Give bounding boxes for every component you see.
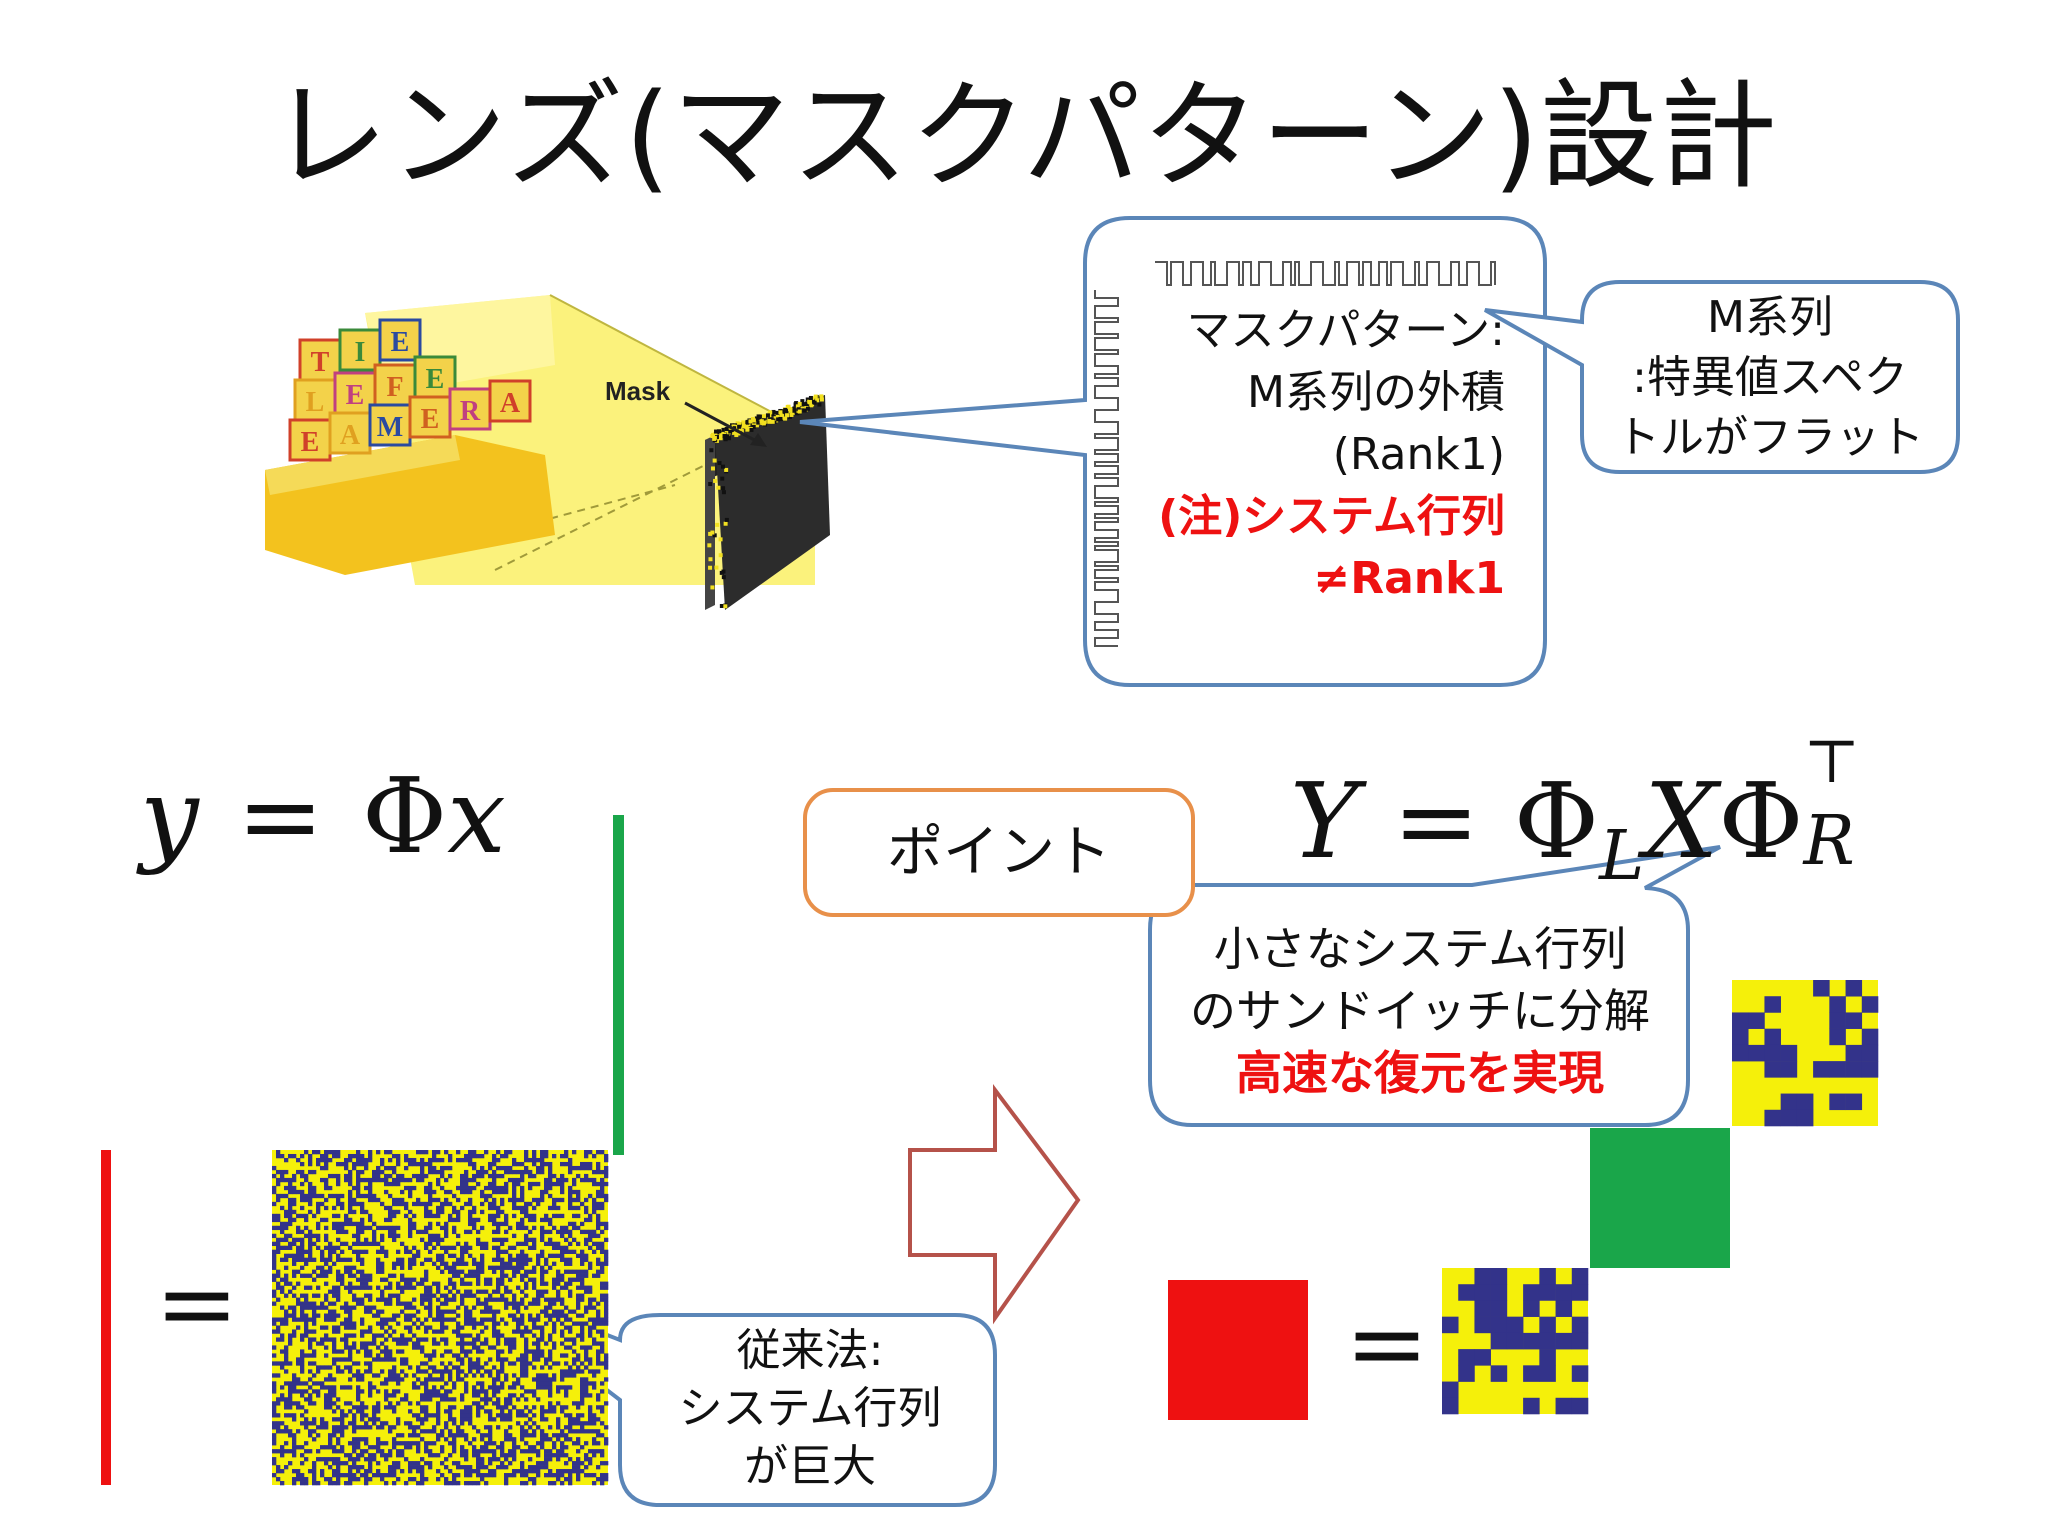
- letter-block-label: R: [460, 396, 481, 427]
- eq-right-Y: Y: [1290, 760, 1359, 882]
- mask-callout-text: マスクパターン: M系列の外積 (Rank1) (注)システム行列 ≠Rank1: [1145, 300, 1505, 610]
- equation-left: y = Φx: [140, 755, 506, 877]
- mask-callout-note1: (注)システム行列: [1158, 491, 1505, 542]
- point-callout-line2: のサンドイッチに分解: [1190, 984, 1650, 1038]
- point-label: ポイント: [887, 820, 1111, 885]
- point-callout-text: 小さなシステム行列 のサンドイッチに分解 高速な復元を実現: [1160, 918, 1680, 1104]
- eq-left-phi: Φ: [361, 755, 448, 877]
- transform-arrow: [908, 1084, 1081, 1325]
- letter-block-label: A: [340, 420, 361, 451]
- system-matrix-large: [272, 1150, 609, 1486]
- letter-block-label: E: [426, 364, 445, 395]
- X-matrix-square: [1590, 1128, 1730, 1268]
- right-lower-equals: =: [1345, 1285, 1429, 1402]
- conventional-callout-text: 従来法: システム行列 が巨大: [630, 1322, 990, 1496]
- mask-callout-line3: (Rank1): [1332, 429, 1505, 480]
- Y-matrix-square: [1168, 1280, 1308, 1420]
- letter-block: [448, 387, 492, 431]
- mask-callout-note2: ≠Rank1: [1313, 553, 1505, 604]
- conventional-callout-line3: が巨大: [744, 1441, 876, 1492]
- msequence-waveform-horizontal: [1155, 261, 1496, 286]
- msequence-callout-line2: :特異値スペク: [1632, 352, 1908, 403]
- eq-right-sup-T: ⊤: [1803, 727, 1860, 797]
- letter-block: [408, 395, 452, 439]
- letter-block: [288, 418, 332, 462]
- eq-right-sub-L: L: [1599, 817, 1645, 896]
- mask-label: Mask: [605, 376, 671, 406]
- mask-callout-line1: マスクパターン:: [1186, 305, 1505, 356]
- letter-block-label: M: [377, 412, 403, 443]
- letter-block-label: T: [311, 347, 330, 378]
- phi-R-transpose-matrix: [1732, 980, 1879, 1127]
- letter-block-label: A: [500, 388, 521, 419]
- eq-right-equals: =: [1392, 760, 1480, 882]
- letter-block-label: L: [306, 387, 325, 418]
- letter-block: [488, 379, 532, 423]
- msequence-callout-text: M系列 :特異値スペク トルがフラット: [1590, 288, 1950, 468]
- letter-block-label: E: [391, 327, 410, 358]
- page-title: レンズ(マスクパターン)設計: [270, 67, 1778, 205]
- eq-right-sub-R: R: [1803, 802, 1855, 881]
- conventional-callout-line2: システム行列: [678, 1383, 942, 1434]
- y-vector-bar: [101, 1150, 111, 1485]
- mask-pointer-arrow: [684, 401, 761, 445]
- letter-block: [298, 338, 342, 382]
- eq-left-x: x: [447, 755, 506, 877]
- eq-left-equals: =: [236, 755, 324, 877]
- mask-callout-line2: M系列の外積: [1247, 367, 1505, 418]
- x-vector-bar: [613, 815, 624, 1155]
- letter-block-label: F: [386, 372, 403, 403]
- eq-right-phi-R: Φ: [1718, 760, 1804, 882]
- msequence-callout-line3: トルがフラット: [1616, 412, 1924, 463]
- left-lower-equals: =: [155, 1245, 239, 1362]
- mask-callout-bubble: [799, 216, 1547, 687]
- letter-block-label: E: [346, 380, 365, 411]
- conventional-callout-line1: 従来法:: [736, 1325, 884, 1376]
- eq-left-y: y: [140, 755, 199, 877]
- point-box: [803, 788, 1195, 917]
- block-base-top: [265, 435, 460, 495]
- letter-block: [378, 318, 422, 362]
- letter-block: [293, 378, 337, 422]
- point-callout-line1: 小さなシステム行列: [1213, 922, 1627, 976]
- letter-block-label: E: [421, 404, 440, 435]
- phi-L-matrix: [1442, 1268, 1589, 1415]
- letter-block-label: E: [301, 427, 320, 458]
- msequence-waveform-vertical: [1094, 290, 1119, 647]
- eq-right-X: X: [1644, 760, 1719, 882]
- msequence-callout-bubble: [1484, 280, 1960, 474]
- point-callout-line3: 高速な復元を実現: [1236, 1046, 1604, 1100]
- equation-right: Y=ΦLXΦ⊤R: [1290, 727, 1864, 896]
- msequence-callout-line1: M系列: [1707, 292, 1833, 343]
- letter-block-label: I: [355, 337, 366, 368]
- eq-right-phi-L: Φ: [1513, 760, 1600, 882]
- letter-block: [328, 411, 372, 455]
- sensor-block: [715, 395, 830, 610]
